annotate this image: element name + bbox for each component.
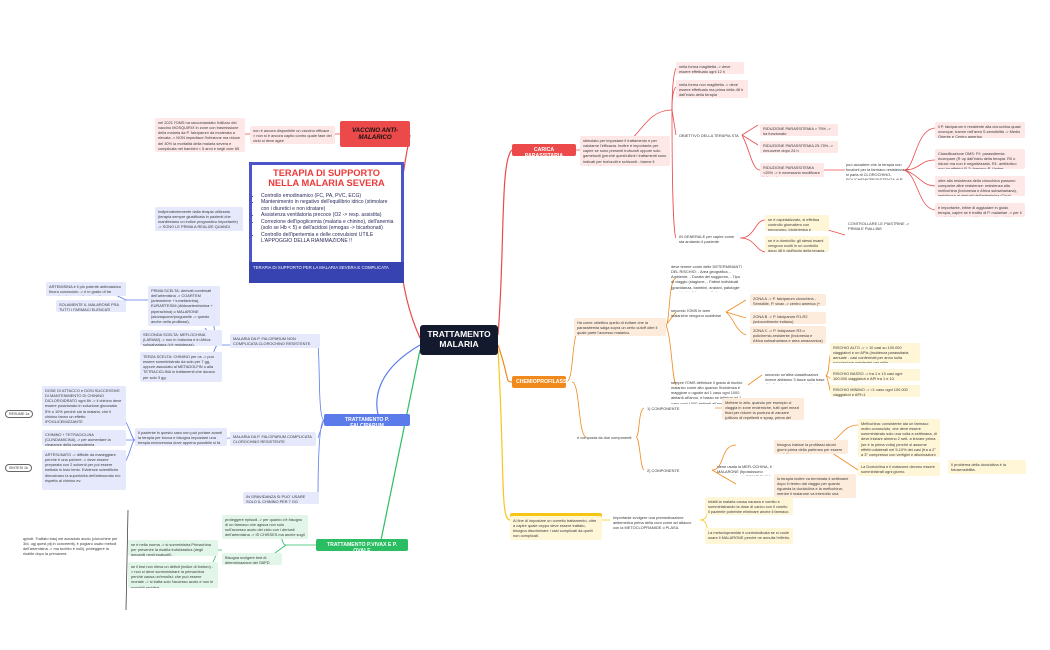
falciparum-node[interactable]: DOSE DI ATTACCO e DOSI SUCCESSIVE DI MAN… (42, 386, 126, 426)
chemio-node[interactable]: Ha come obiettivo quello di evitare che … (574, 318, 666, 336)
chemio-node[interactable]: ZONA B -> P. falciparum R1-R2 (subcontin… (750, 312, 826, 324)
branch-carica-parassitaria[interactable]: CARICA PARASSITARIA (512, 144, 576, 159)
carica-node[interactable]: RIDUZIONE PARASSITEMIA <25% -> è necessa… (760, 163, 824, 177)
supporto-box: TERAPIA DI SUPPORTO NELLA MALARIA SEVERA… (249, 162, 404, 265)
carica-node[interactable]: RIDUZIONE PARASSITEMIA 25-75% -> rimuove… (760, 141, 838, 153)
trattamento-node[interactable]: La metoclopramide è controindicata se si… (705, 528, 793, 544)
carica-node[interactable]: il P. falciparum è resistente alla cloro… (935, 122, 1025, 138)
chemio-node[interactable]: ZONA C -> P. falciparum R3 o polichemio-… (750, 326, 826, 344)
carica-node[interactable]: nella forma non maglitetta -> deve esser… (676, 80, 748, 98)
vivax-node[interactable]: Bisogna svolgere test di determinazione … (222, 553, 282, 565)
branch-trattamento-falciparum[interactable]: TRATTAMENTO P. FALCIPARUM (324, 414, 410, 429)
branch-chemioprofilassi[interactable]: CHEMIOPROFILASSI (512, 376, 568, 388)
trattamento-node[interactable]: Al fine di impostare un corretto trattam… (510, 516, 602, 540)
chemio-node[interactable]: RISCHIO ALTO -> > 10 casi su 100.000 via… (830, 343, 920, 363)
vivax-node[interactable]: proteggere episodi -> per quanto c'è bis… (222, 515, 308, 539)
carica-node[interactable]: OBIETTIVO DELLA TERAPIA STA FUNZIONANDO (679, 133, 739, 139)
supporto-title: TERAPIA DI SUPPORTO NELLA MALARIA SEVERA (268, 168, 385, 189)
chemio-node[interactable]: la terapia inoltre va terminata 4 settim… (774, 474, 856, 498)
supporto-item: Controllo dell'ipertermia e delle convul… (261, 232, 397, 245)
falciparum-node[interactable]: SOLAMENTE IL MALARONE FRA TUTTI I FARMAC… (56, 300, 126, 312)
supporto-item: Assistenza ventilatoria precoce (O2 -> r… (261, 212, 397, 219)
supporto-item: Mantenimento in negativo dell'equilibrio… (261, 199, 397, 212)
chemio-node[interactable]: deve tenere conto delle DETERMINANTI DEL… (671, 264, 742, 292)
falciparum-node[interactable]: ARTEMISINA è il più potente antimalarico… (46, 282, 126, 296)
carica-node[interactable]: RIDUZIONE PARASSITEMIA > 75% -> ha funzi… (760, 124, 838, 136)
indip-node[interactable]: Indipendentemente dalla terapia utilizza… (155, 207, 243, 231)
chemio-node[interactable]: 1) COMPONENTE COMPORTAMENTALE (647, 406, 687, 412)
chemio-node[interactable]: 2) COMPONENTE FARMACOLOGICA (647, 468, 681, 474)
falciparum-node[interactable]: CHININO + TETRACICLINA (CLINDAMICINA) ->… (42, 430, 126, 446)
vivax-node[interactable]: se è nella norma -> si somministra Prima… (128, 540, 218, 556)
carica-node[interactable]: oltre alla resistenza della clorochina p… (935, 176, 1025, 196)
chemio-node[interactable]: è composta da due componenti: (577, 435, 633, 440)
chemio-node[interactable]: Il problema della doxiciclina è la fotos… (948, 460, 1026, 474)
central-topic[interactable]: TRATTAMENTO MALARIA (420, 325, 498, 355)
chemio-node[interactable]: secondo l'OMS le aree malariche vengono … (671, 308, 722, 318)
falciparum-node[interactable]: PRIMA SCELTA: derivati combinati dell'ar… (148, 286, 220, 326)
branch-vaccino-antimalarico[interactable]: VACCINO ANTI- MALARICO (340, 121, 410, 147)
carica-node[interactable]: se è a domicilio: gli stessi esami vengo… (765, 236, 829, 252)
carica-node[interactable]: IN GENERALE per capire come sta andando … (679, 234, 736, 244)
supporto-item: Controllo emodinamico (FC, PA, PVC, ECG) (261, 193, 397, 200)
carica-node[interactable]: CONTROLLARE LE PIASTRINE -> PRIMA E PIAL… (848, 221, 911, 231)
carica-node[interactable]: se è ospedalizzato, si effettua controll… (765, 215, 829, 231)
chemio-node[interactable]: Mettere in atto, quando per esempio ci v… (722, 398, 804, 420)
vivax-node[interactable]: se il test non rileva un deficit (indice… (128, 562, 218, 588)
sintesi-tab[interactable]: SINTESI 1b (5, 464, 32, 472)
falciparum-node[interactable]: TERZA SCELTA: CHININO per os -> può esse… (140, 352, 222, 382)
vaccino-node[interactable]: nel 2021 l'OMS ha raccomandato l'utilizz… (155, 118, 245, 152)
falciparum-node[interactable]: MALARIA DA P. FALCIPARUM NON COMPLICATA … (230, 334, 320, 348)
falciparum-node[interactable]: ARTESUNATO -> difficile da maneggiare pe… (42, 450, 126, 490)
supporto-list: Controllo emodinamico (FC, PA, PVC, ECG)… (252, 193, 401, 245)
chemio-node[interactable]: secondo un'altra classificazioni invece … (765, 372, 825, 384)
falciparum-node[interactable]: IN GRAVIDANZA SI PUO' USARE SOLO IL CHIN… (243, 492, 319, 504)
carica-node[interactable]: può accadere che la terapia non funzioni… (846, 162, 909, 180)
falciparum-node[interactable]: Il paziente in questo caso non può porta… (135, 428, 227, 446)
chemio-node[interactable]: viene usata la MEFLOCHINA, il MALARONE (… (717, 464, 772, 476)
falciparum-node[interactable]: SECONDA SCELTA: MEFLOCHINA (LARIAM) -> n… (140, 330, 222, 346)
carica-node[interactable]: stimolato per impostare il trattamento e… (580, 136, 670, 166)
vivax-node[interactable]: qyindi: Trattato trasj nei accaduto acut… (23, 536, 119, 557)
trattamento-node[interactable]: Importante svolgere una premedicazione a… (613, 515, 693, 529)
branch-trattamento-vivax-ovale[interactable]: TRATTAMENTO P.VIVAX E P. OVALE (316, 539, 408, 554)
falciparum-node[interactable]: MALARIA DA P. FALCIPARUM COMPLICATA CLOR… (230, 432, 316, 446)
chemio-node[interactable]: La Doxiciclina e il malarone devono esse… (858, 462, 940, 476)
vaccino-node[interactable]: non è ancora disponibile un vaccino effi… (250, 126, 335, 144)
supporto-footer[interactable]: TERAPIA DI SUPPORTO PER LA MALARIA SEVER… (249, 262, 404, 283)
chemio-node[interactable]: RISCHIO BASSO -> tra 1 e 10 casi ogni 10… (830, 369, 920, 381)
trattamento-node[interactable]: Infatti la malaria causa nausea e vomito… (705, 497, 793, 515)
chemio-node[interactable]: sempre l'OMS definisce il grado di risch… (671, 380, 743, 404)
supporto-item: Correzione dell'ipoglicemia (malaria e c… (261, 219, 397, 232)
chemio-node[interactable]: bisogna iniziare la profilassi alcuni gi… (774, 440, 848, 454)
carica-node[interactable]: nella forma maglitetta -> deve essere ef… (676, 62, 744, 74)
chemio-node[interactable]: ZONA A -> P. falciparum clorochina - Sen… (750, 294, 826, 306)
chemio-node[interactable]: RISCHIO MINIMO -> <1 caso ogni 100.000 v… (830, 385, 920, 397)
chemio-node[interactable]: Meflochina: consistente ala un farmaco m… (858, 419, 940, 457)
carica-node[interactable]: è importante, infine di aggiudare in giu… (935, 203, 1025, 217)
resume-tab[interactable]: RESUME 1a (5, 410, 34, 418)
carica-node[interactable]: Classificazione OMS: P.f. parassitemia r… (935, 149, 1025, 169)
